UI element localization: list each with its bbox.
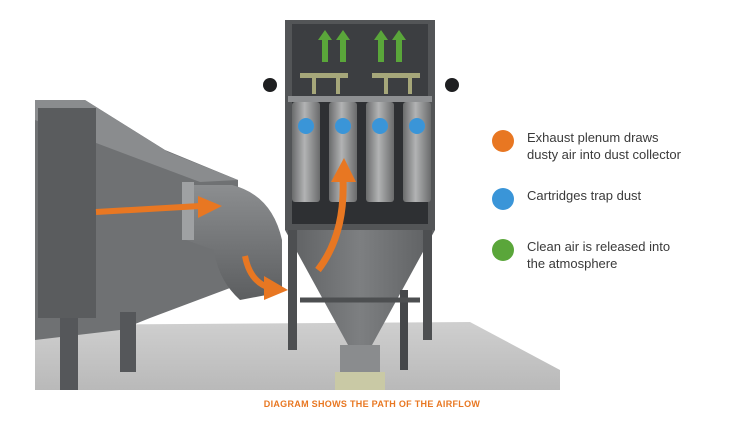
blowpipe-drop — [384, 78, 388, 94]
support-leg — [288, 230, 297, 350]
filter-cartridge — [403, 102, 431, 202]
legend-label: Cartridges trap dust — [527, 188, 642, 203]
cartridge-marker — [335, 118, 351, 134]
blowpipe-drop — [408, 78, 412, 94]
hood-side-panel — [38, 108, 96, 318]
support-leg — [423, 230, 432, 340]
legend-item-cartridges: Cartridges trap dust — [492, 187, 641, 210]
diagram-caption: DIAGRAM SHOWS THE PATH OF THE AIRFLOW — [263, 399, 481, 409]
cartridge-marker — [409, 118, 425, 134]
floor-slab — [35, 322, 560, 390]
support-leg — [400, 290, 408, 370]
filter-cartridge — [366, 102, 394, 202]
cartridge-marker — [298, 118, 314, 134]
dust-drum — [335, 372, 385, 390]
hopper-outlet — [340, 345, 380, 375]
blowpipe-drop — [312, 78, 316, 94]
legend-label: Exhaust plenum draws dusty air into dust… — [527, 130, 681, 162]
blowpipe-rail-right — [372, 73, 420, 78]
hood-leg-left — [60, 318, 78, 390]
clean-air-arrows — [318, 30, 406, 62]
blowpipe-drop — [336, 78, 340, 94]
green-circle-icon — [492, 239, 514, 261]
blowpipe-rail-left — [300, 73, 348, 78]
duct-flange — [182, 182, 194, 240]
inlet-duct — [185, 185, 282, 300]
cartridge-marker — [372, 118, 388, 134]
legend-label: Clean air is released into the atmospher… — [527, 239, 671, 271]
airflow-arrows — [95, 158, 356, 300]
legend-item-clean-air: Clean air is released into the atmospher… — [492, 238, 670, 272]
filter-cartridge — [292, 102, 320, 202]
orange-circle-icon — [492, 130, 514, 152]
tube-sheet — [288, 96, 432, 102]
blue-circle-icon — [492, 188, 514, 210]
valve-left — [263, 78, 277, 92]
legend-item-exhaust: Exhaust plenum draws dusty air into dust… — [492, 129, 681, 163]
valve-right — [445, 78, 459, 92]
hood-leg-right — [120, 312, 136, 372]
